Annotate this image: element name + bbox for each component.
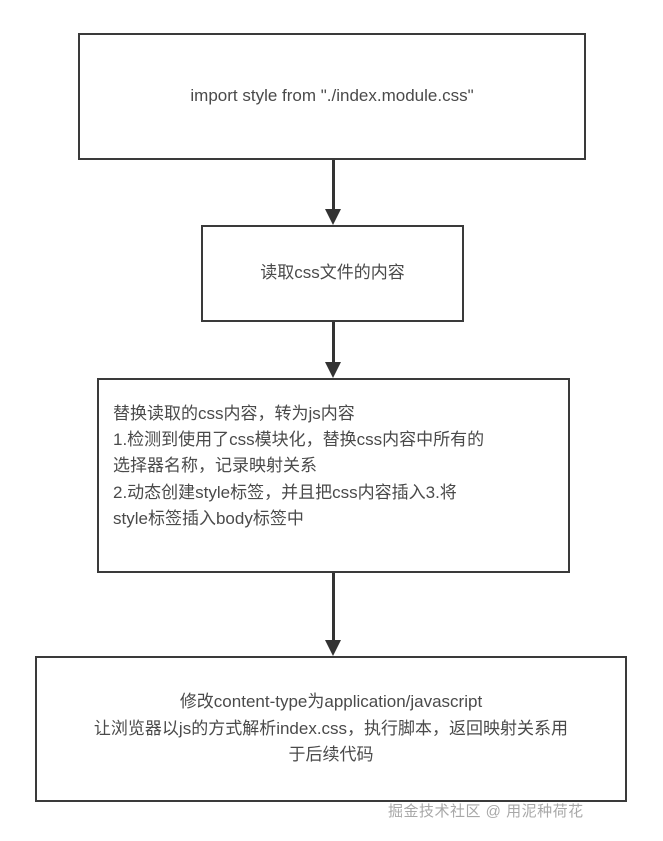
arrow-shaft [332, 160, 335, 210]
flow-node-import: import style from "./index.module.css" [78, 33, 586, 160]
flow-arrow-transform-to-contenttype [325, 573, 341, 656]
flow-arrow-import-to-read [325, 160, 341, 225]
flow-node-content-type-label: 修改content-type为application/javascript 让浏… [93, 692, 569, 765]
arrow-shaft [332, 322, 335, 363]
arrow-head-down-icon [325, 209, 341, 225]
watermark: 掘金技术社区 @ 用泥种荷花 [388, 803, 584, 820]
flow-node-transform-css-label: 替换读取的css内容，转为js内容 1.检测到使用了css模块化，替换css内容… [113, 403, 485, 529]
arrow-head-down-icon [325, 640, 341, 656]
flow-node-read-css-label: 读取css文件的内容 [260, 263, 405, 283]
flow-node-transform-css: 替换读取的css内容，转为js内容 1.检测到使用了css模块化，替换css内容… [97, 378, 570, 573]
flow-node-content-type: 修改content-type为application/javascript 让浏… [35, 656, 627, 802]
flow-node-import-label: import style from "./index.module.css" [190, 86, 474, 106]
arrow-head-down-icon [325, 362, 341, 378]
flow-node-read-css: 读取css文件的内容 [201, 225, 464, 322]
arrow-shaft [332, 573, 335, 641]
flow-arrow-read-to-transform [325, 322, 341, 378]
